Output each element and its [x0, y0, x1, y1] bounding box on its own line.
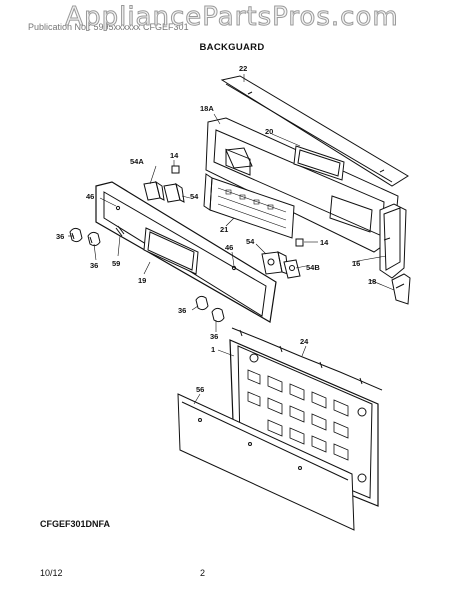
part-24-harness[interactable]: [231, 327, 383, 391]
callout-14: 14: [170, 151, 179, 160]
callout-54b: 54B: [306, 263, 320, 272]
callout-16: 16: [352, 259, 360, 268]
callout-19: 19: [138, 276, 146, 285]
callout-36-lower: 36: [90, 261, 98, 270]
callout-1: 1: [211, 345, 215, 354]
part-21-control-board[interactable]: [203, 173, 295, 239]
part-36-knob-left[interactable]: [69, 227, 101, 247]
callout-46: 46: [86, 192, 94, 201]
footer-date: 10/12: [40, 568, 63, 578]
leader-lines: [68, 74, 395, 405]
part-20-display-window[interactable]: [293, 145, 345, 181]
callout-21: 21: [220, 225, 228, 234]
part-54-switch-upper[interactable]: [163, 182, 185, 203]
part-right-panel[interactable]: [329, 195, 373, 233]
part-14-connector[interactable]: [171, 165, 304, 247]
callout-24: 24: [300, 337, 309, 346]
part-46-screw[interactable]: [115, 205, 237, 271]
callout-54-right: 54: [246, 237, 255, 246]
publication-header: Publication No.: 5995xxxxxx CFGEF301: [28, 22, 189, 32]
page-number: 2: [200, 568, 206, 578]
part-19-control-panel[interactable]: [95, 181, 277, 323]
callout-18a: 18A: [200, 104, 214, 113]
callout-59: 59: [112, 259, 120, 268]
part-22-top-trim[interactable]: [220, 75, 409, 187]
callout-22: 22: [239, 64, 247, 73]
part-59-clip[interactable]: [115, 225, 125, 237]
callout-54a: 54A: [130, 157, 144, 166]
part-56-shield[interactable]: [177, 393, 355, 531]
callout-36-left: 36: [56, 232, 64, 241]
callout-18: 18: [368, 277, 376, 286]
callout-labels: 22 18A 20 14 54A 46 54 21 36 36 59 19 46…: [56, 64, 376, 394]
part-36-knob-lower[interactable]: [195, 295, 225, 323]
callout-46-right: 46: [225, 243, 233, 252]
model-number: CFGEF301DNFA: [40, 519, 111, 529]
part-54b-switch[interactable]: [261, 251, 301, 279]
callout-20: 20: [265, 127, 273, 136]
part-54a-switch[interactable]: [143, 180, 165, 201]
callout-36-knob-a: 36: [178, 306, 186, 315]
part-18-side-bracket[interactable]: [391, 273, 411, 305]
watermark: AppliancePartsPros.com: [65, 2, 399, 33]
part-16-end-panel[interactable]: [379, 203, 407, 279]
callout-56: 56: [196, 385, 204, 394]
callout-14-right: 14: [320, 238, 329, 247]
callout-36-knob-b: 36: [210, 332, 218, 341]
section-title: BACKGUARD: [199, 42, 265, 53]
callout-54: 54: [190, 192, 199, 201]
